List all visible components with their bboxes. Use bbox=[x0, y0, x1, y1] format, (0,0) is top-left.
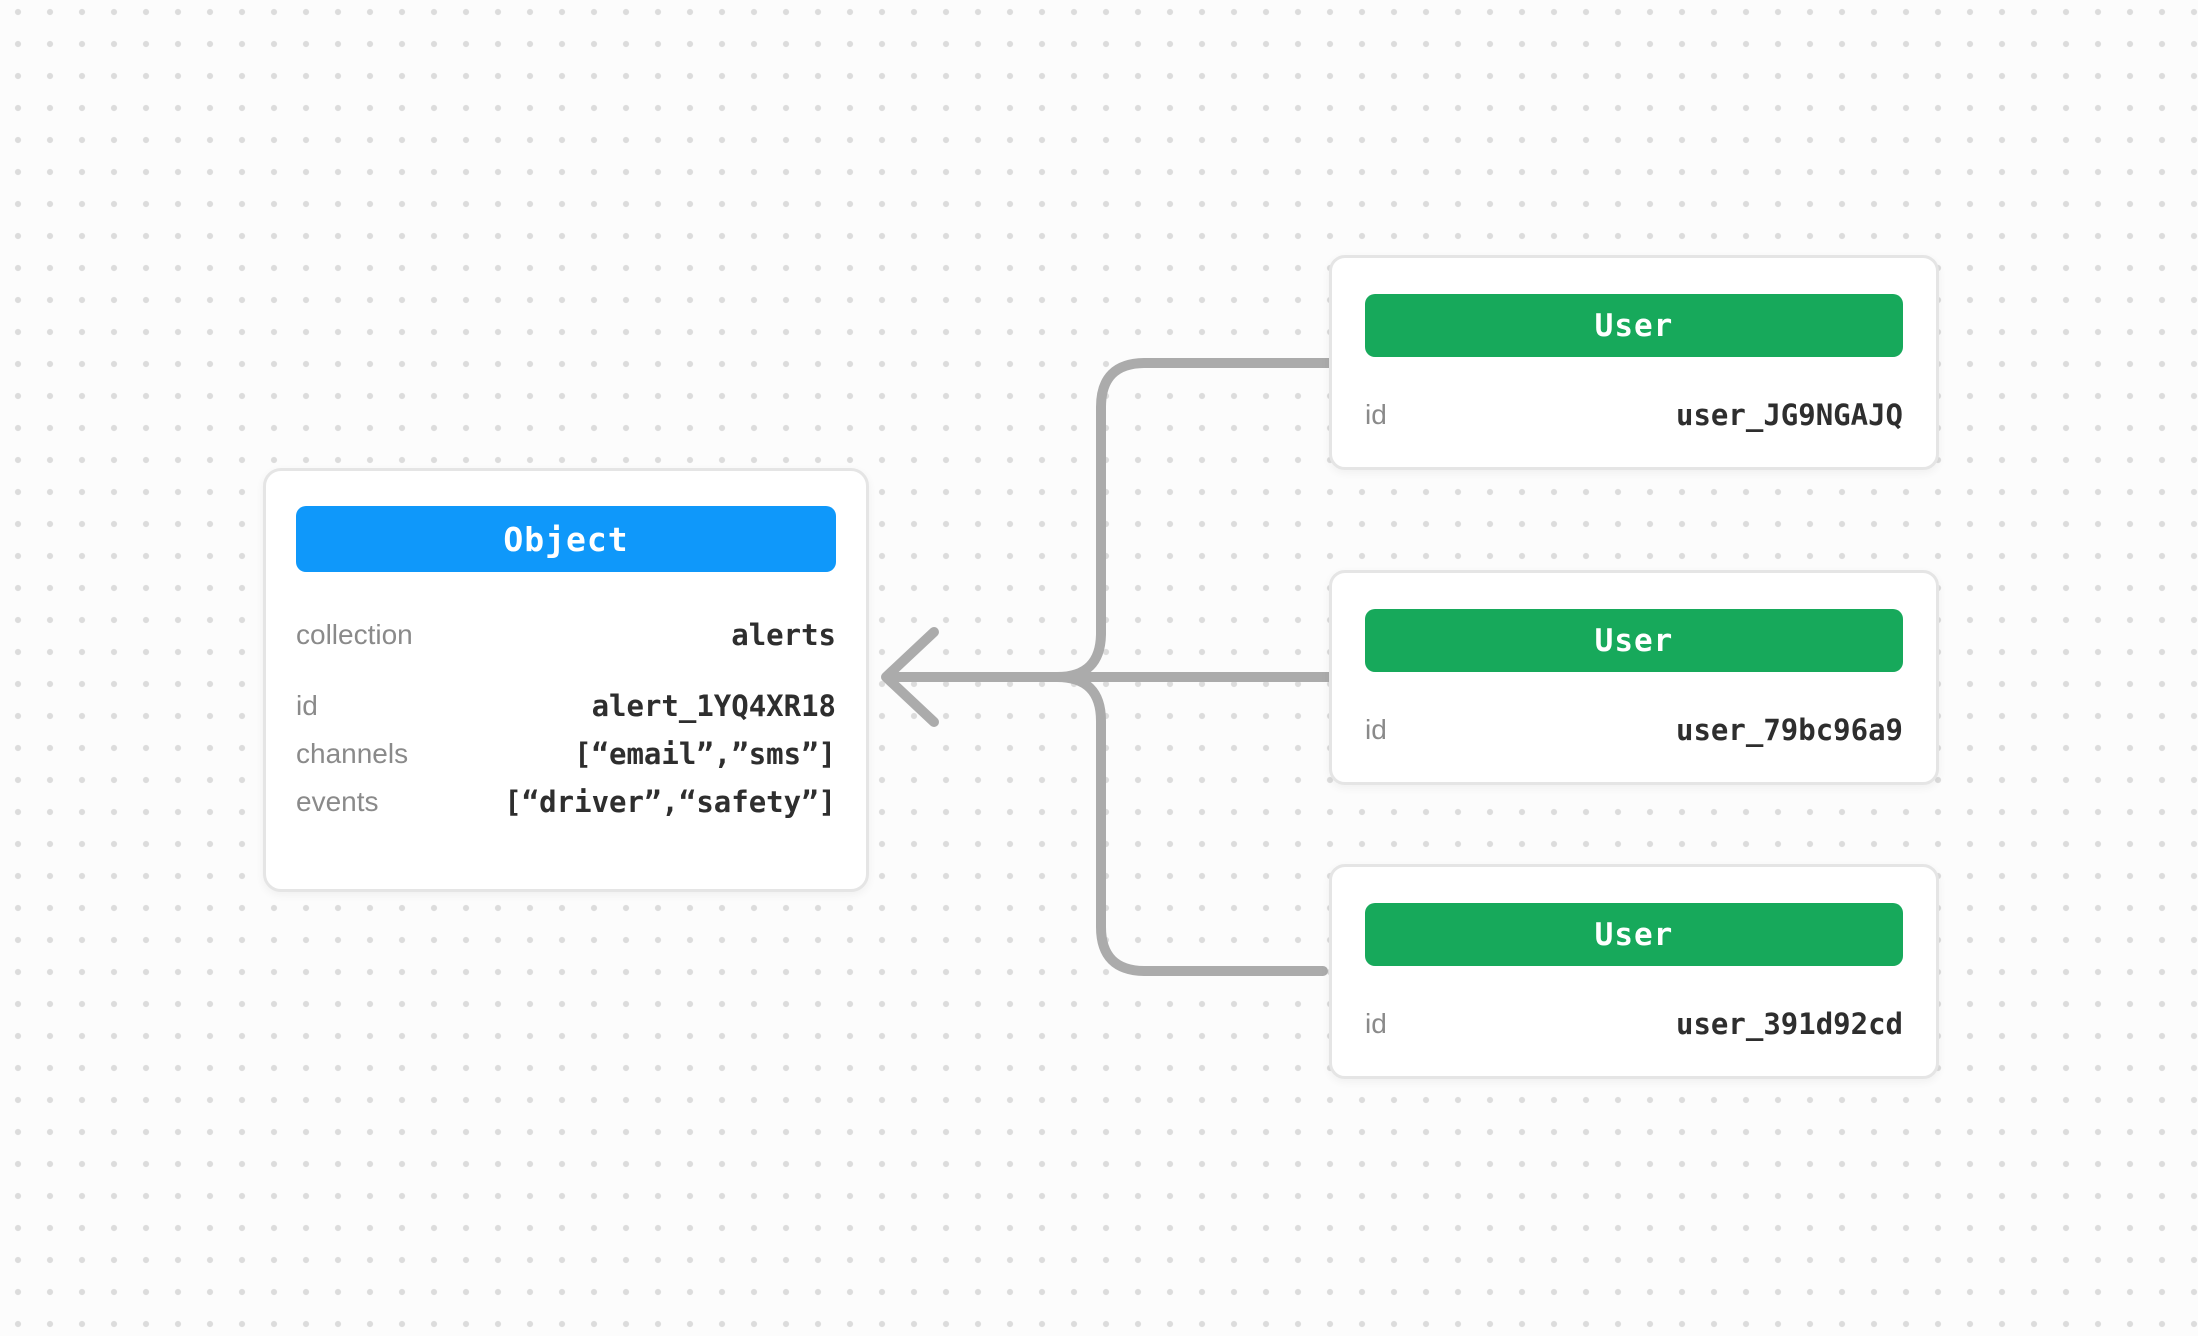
edge-user1-to-object bbox=[1052, 358, 1338, 682]
field-value-events: [“driver”,“safety”] bbox=[504, 785, 836, 819]
field-row-id: id user_79bc96a9 bbox=[1365, 706, 1903, 754]
user-node-3[interactable]: User id user_391d92cd bbox=[1329, 864, 1939, 1079]
user-node-header: User bbox=[1365, 609, 1903, 672]
user-node-title: User bbox=[1594, 916, 1674, 953]
user-node-header: User bbox=[1365, 294, 1903, 357]
field-label-events: events bbox=[296, 786, 379, 817]
field-label-id: id bbox=[1365, 399, 1387, 430]
field-label-id: id bbox=[1365, 1008, 1387, 1039]
object-node[interactable]: Object collection alerts id alert_1YQ4XR… bbox=[263, 468, 869, 892]
field-value-id: alert_1YQ4XR18 bbox=[591, 689, 836, 723]
field-value-id: user_391d92cd bbox=[1676, 1007, 1903, 1041]
field-row-id: id user_391d92cd bbox=[1365, 1000, 1903, 1048]
field-row-channels: channels [“email”,”sms”] bbox=[296, 730, 836, 778]
user-node-body: id user_JG9NGAJQ bbox=[1332, 391, 1936, 439]
field-value-id: user_JG9NGAJQ bbox=[1676, 398, 1903, 432]
field-row-collection: collection alerts bbox=[296, 611, 836, 659]
field-value-id: user_79bc96a9 bbox=[1676, 713, 1903, 747]
user-node-header: User bbox=[1365, 903, 1903, 966]
object-node-header: Object bbox=[296, 506, 836, 572]
user-node-title: User bbox=[1594, 622, 1674, 659]
field-label-id: id bbox=[1365, 714, 1387, 745]
arrowhead-icon bbox=[881, 627, 939, 727]
object-node-body: collection alerts id alert_1YQ4XR18 chan… bbox=[266, 611, 866, 826]
field-label-channels: channels bbox=[296, 738, 409, 769]
field-row-id: id user_JG9NGAJQ bbox=[1365, 391, 1903, 439]
field-value-channels: [“email”,”sms”] bbox=[574, 737, 836, 771]
field-row-events: events [“driver”,“safety”] bbox=[296, 778, 836, 826]
field-value-collection: alerts bbox=[731, 618, 836, 652]
field-label-id: id bbox=[296, 690, 318, 721]
user-node-body: id user_79bc96a9 bbox=[1332, 706, 1936, 754]
user-node-body: id user_391d92cd bbox=[1332, 1000, 1936, 1048]
user-node-2[interactable]: User id user_79bc96a9 bbox=[1329, 570, 1939, 785]
user-node-1[interactable]: User id user_JG9NGAJQ bbox=[1329, 255, 1939, 470]
user-node-title: User bbox=[1594, 307, 1674, 344]
object-node-title: Object bbox=[503, 519, 629, 559]
field-row-id: id alert_1YQ4XR18 bbox=[296, 682, 836, 730]
field-label-collection: collection bbox=[296, 619, 413, 650]
edge-user3-to-object bbox=[1052, 672, 1328, 976]
